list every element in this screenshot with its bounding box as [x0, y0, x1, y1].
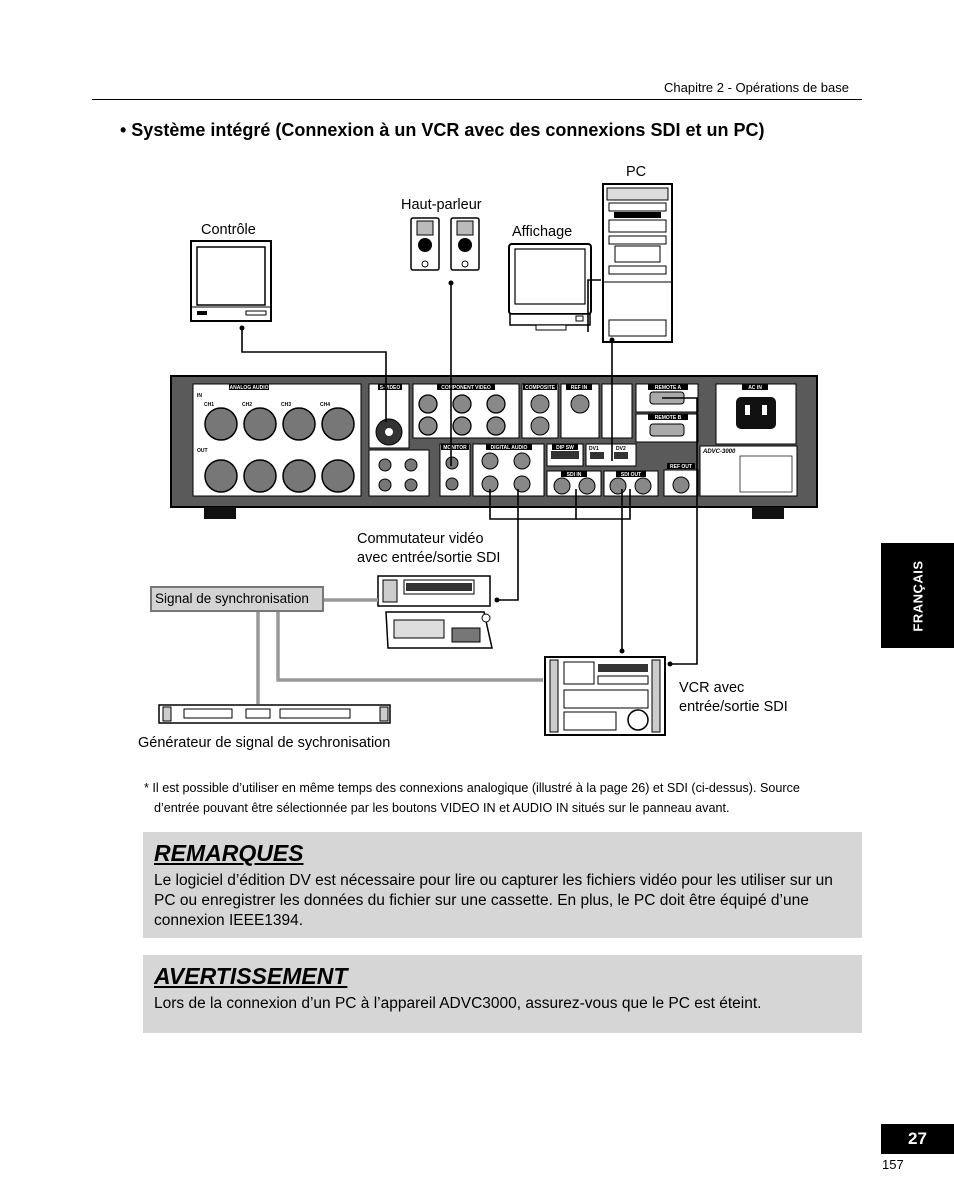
component-video-label: COMPONENT VIDEO [441, 385, 491, 391]
pc-label: PC [626, 164, 646, 180]
running-header: Chapitre 2 - Opérations de base [664, 80, 849, 95]
remarques-text: Le logiciel d’édition DV est nécessaire … [154, 872, 833, 929]
sync-signal-label: Signal de synchronisation [150, 586, 324, 612]
remarques-box: REMARQUES Le logiciel d’édition DV est n… [143, 832, 862, 938]
ch2-label: CH2 [242, 402, 252, 408]
model-label: ADVC-3000 [702, 449, 736, 455]
digital-audio-label: DIGITAL AUDIO [491, 445, 528, 451]
vcr-device [544, 656, 666, 736]
sync-cables [256, 598, 543, 704]
display-device [508, 243, 592, 331]
monitor-label: MONITOR [443, 445, 467, 451]
avertissement-text: Lors de la connexion d’un PC à l’apparei… [154, 995, 762, 1012]
ac-in-label: AC IN [748, 385, 762, 391]
generator-label: Générateur de signal de sychronisation [138, 735, 390, 751]
footnote-line1: * Il est possible d’utiliser en même tem… [144, 781, 800, 795]
page-number-small: 157 [882, 1157, 904, 1172]
sdi-in-label: SDI IN [567, 472, 582, 478]
ref-out-label: REF OUT [670, 464, 692, 470]
switcher-label-line1: Commutateur vidéo [357, 531, 484, 547]
composite-label: COMPOSITE [525, 385, 556, 391]
dip-sw-label: DIP SW [556, 445, 574, 451]
display-label: Affichage [512, 224, 572, 240]
pc-tower-device [602, 183, 673, 343]
speakers-device [410, 217, 480, 271]
remote-a-label: REMOTE A [655, 385, 682, 391]
language-tab: FRANÇAIS [881, 543, 954, 648]
vcr-label-line2: entrée/sortie SDI [679, 699, 788, 715]
cable-lines [241, 279, 698, 665]
avertissement-box: AVERTISSEMENT Lors de la connexion d’un … [143, 955, 862, 1033]
dv2-label: DV2 [616, 446, 626, 452]
remarques-heading: REMARQUES [154, 840, 304, 866]
ch4-label: CH4 [320, 402, 330, 408]
ch1-label: CH1 [204, 402, 214, 408]
ref-in-label: REF IN [571, 385, 588, 391]
vcr-label-line1: VCR avec [679, 680, 744, 696]
monitor-device [190, 240, 272, 322]
monitor-label-text: Contrôle [201, 222, 256, 238]
switcher-label-line2: avec entrée/sortie SDI [357, 550, 500, 566]
page-number: 27 [881, 1124, 954, 1154]
rear-panel: ANALOG AUDIO S-VIDEO COMPONENT VIDEO COM… [170, 375, 818, 519]
speaker-label: Haut-parleur [401, 197, 482, 213]
ch3-label: CH3 [281, 402, 291, 408]
s-video-label: S-VIDEO [380, 385, 401, 391]
dv1-label: DV1 [589, 446, 599, 452]
section-title: • Système intégré (Connexion à un VCR av… [120, 120, 765, 140]
video-switcher-device [377, 575, 493, 649]
in-label-audio: IN [197, 393, 202, 399]
language-tab-label: FRANÇAIS [910, 559, 925, 632]
analog-audio-label: ANALOG AUDIO [230, 385, 269, 391]
footnote-line2: d’entrée pouvant être sélectionnée par l… [154, 801, 730, 815]
out-label-audio: OUT [197, 448, 208, 454]
avertissement-heading: AVERTISSEMENT [154, 963, 348, 989]
connection-diagram: ANALOG AUDIO S-VIDEO COMPONENT VIDEO COM… [138, 164, 818, 751]
sync-generator-device [158, 704, 391, 724]
remote-b-label: REMOTE B [655, 415, 682, 421]
footnote: * Il est possible d’utiliser en même tem… [144, 778, 864, 818]
header-rule [92, 99, 862, 100]
sdi-out-label: SDI OUT [621, 472, 641, 478]
